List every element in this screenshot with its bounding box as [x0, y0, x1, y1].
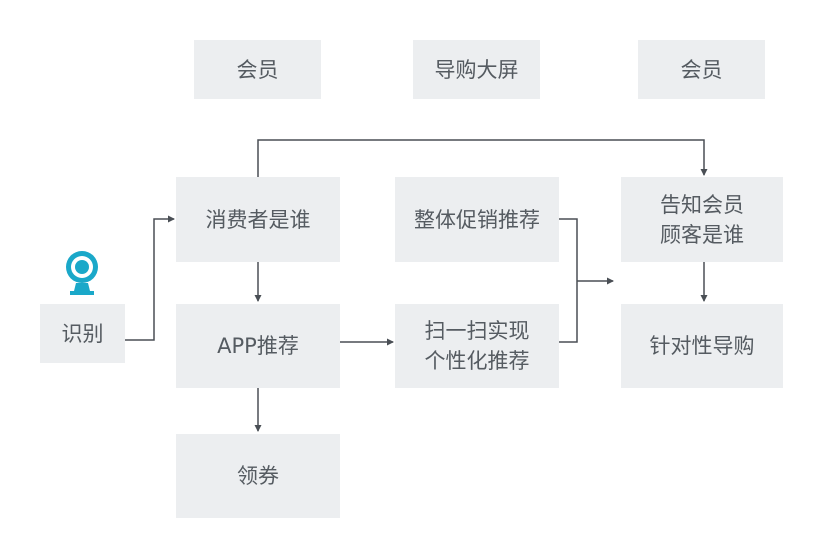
bracket-promo-and-scan	[559, 218, 578, 343]
header-member-right-label: 会员	[680, 57, 723, 82]
arrow-recognize-to-who-consumer	[125, 215, 175, 341]
header-shopping-guide-screen-label: 导购大屏	[434, 57, 519, 82]
header-shopping-guide-screen: 导购大屏	[413, 40, 540, 99]
node-overall-promotion: 整体促销推荐	[395, 177, 559, 262]
header-member-left-label: 会员	[236, 57, 279, 82]
header-member-left: 会员	[194, 40, 321, 99]
node-notify-member: 告知会员 顾客是谁	[621, 177, 783, 262]
node-who-is-consumer: 消费者是谁	[176, 177, 340, 262]
node-app-recommend-label: APP推荐	[217, 334, 299, 358]
header-member-right: 会员	[638, 40, 765, 99]
node-app-recommend: APP推荐	[176, 304, 340, 388]
webcam-icon	[66, 251, 98, 295]
arrow-who-consumer-to-notify-member	[257, 139, 708, 177]
node-coupon: 领券	[176, 434, 340, 518]
node-overall-promotion-label: 整体促销推荐	[414, 207, 540, 232]
node-who-is-consumer-label: 消费者是谁	[205, 207, 311, 232]
node-scan-line1: 扫一扫实现	[424, 319, 530, 343]
node-targeted-guide: 针对性导购	[621, 304, 783, 388]
node-notify-line1: 告知会员	[660, 192, 744, 217]
node-scan-personalized: 扫一扫实现 个性化推荐	[395, 304, 559, 388]
node-notify-line2: 顾客是谁	[660, 222, 744, 247]
node-targeted-guide-label: 针对性导购	[649, 334, 755, 358]
node-coupon-label: 领券	[237, 464, 279, 488]
node-recognize: 识别	[40, 304, 125, 363]
node-scan-line2: 个性化推荐	[424, 349, 530, 373]
node-recognize-label: 识别	[61, 321, 104, 346]
